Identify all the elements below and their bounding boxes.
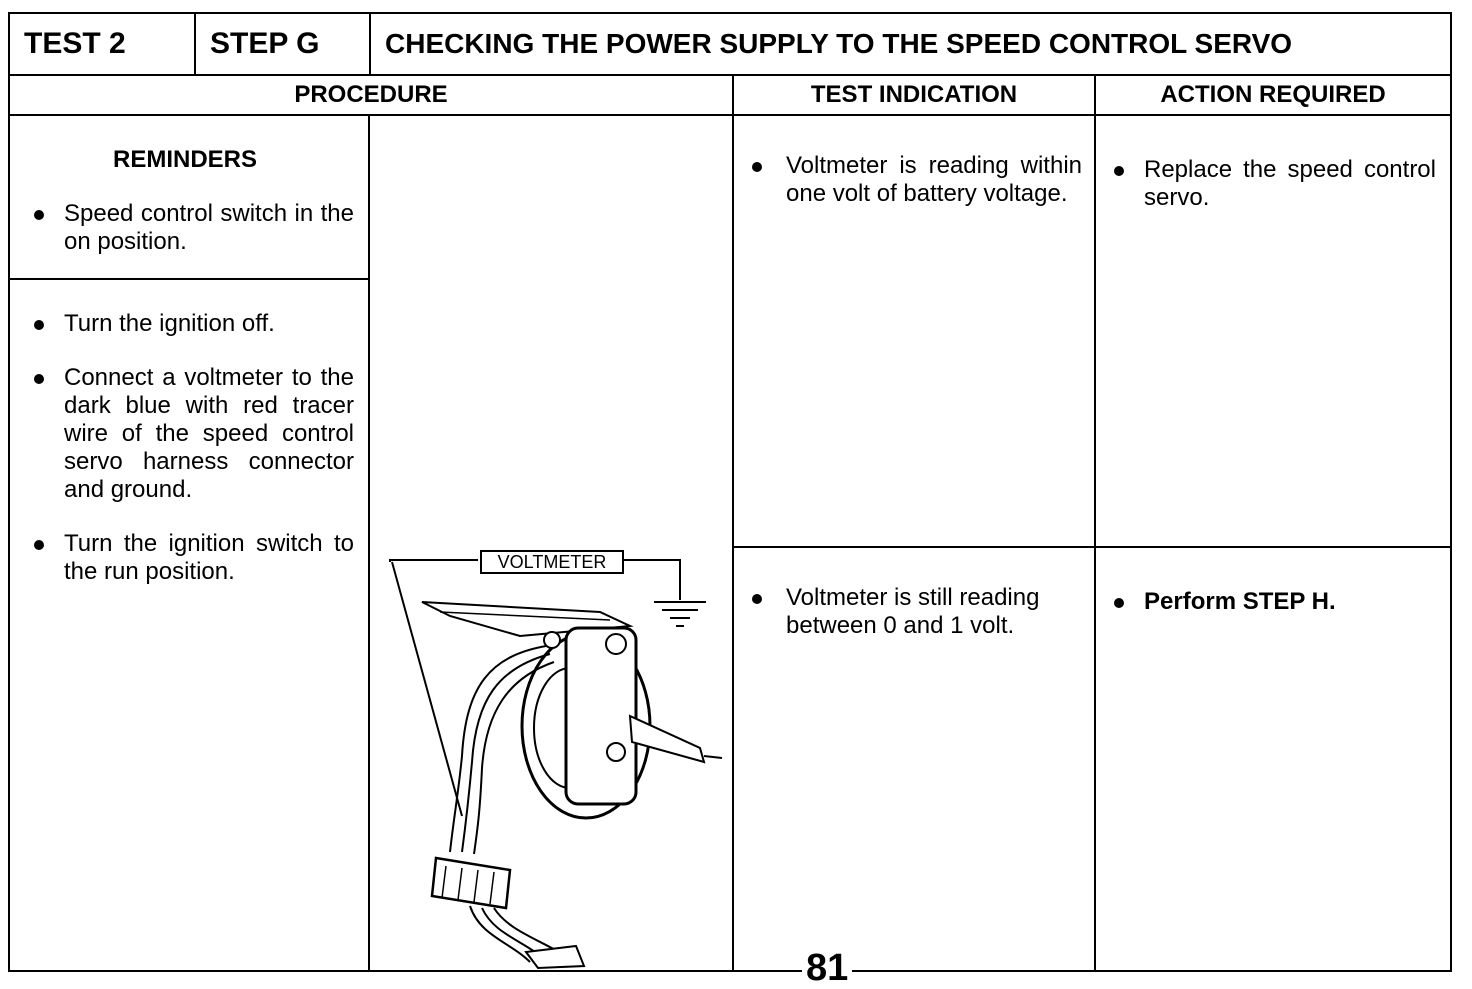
result-action-cell: Replace the speed control servo.: [1094, 114, 1452, 548]
test-indication-text: Voltmeter is still reading between 0 and…: [734, 584, 1082, 640]
result-indication-cell: Voltmeter is still reading between 0 and…: [732, 546, 1096, 972]
reminders-cell: REMINDERS Speed control switch in the on…: [8, 114, 370, 280]
procedure-header: PROCEDURE: [8, 74, 734, 116]
page-number: 81: [802, 948, 853, 988]
procedure-sheet: TEST 2 STEP G CHECKING THE POWER SUPPLY …: [8, 12, 1452, 972]
servo-voltmeter-diagram-icon: [389, 559, 723, 970]
action-required-text: Perform STEP H.: [1096, 588, 1436, 616]
test-number-cell: TEST 2: [8, 12, 196, 76]
procedure-step: Connect a voltmeter to the dark blue wit…: [16, 364, 354, 504]
procedure-header-label: PROCEDURE: [294, 81, 448, 108]
reminder-item: Speed control switch in the on position.: [16, 200, 354, 256]
result-indication-cell: Voltmeter is reading within one volt of …: [732, 114, 1096, 548]
step-label: STEP G: [210, 27, 320, 60]
test-indication-text: Voltmeter is reading within one volt of …: [734, 152, 1082, 208]
result-action-cell: Perform STEP H.: [1094, 546, 1452, 972]
procedure-step: Turn the ignition switch to the run posi…: [16, 530, 354, 586]
illustration-cell: VOLTMETER: [368, 114, 734, 972]
test-indication-header: TEST INDICATION: [732, 74, 1096, 116]
reminders-title: REMINDERS: [112, 146, 257, 173]
procedure-steps-cell: Turn the ignition off. Connect a voltmet…: [8, 278, 370, 972]
action-required-text: Replace the speed control servo.: [1096, 156, 1436, 212]
test-number: TEST 2: [24, 27, 126, 60]
test-indication-header-label: TEST INDICATION: [810, 81, 1018, 108]
step-cell: STEP G: [194, 12, 371, 76]
voltmeter-label: VOLTMETER: [480, 550, 624, 574]
action-required-header-label: ACTION REQUIRED: [1160, 81, 1386, 108]
procedure-step: Turn the ignition off.: [16, 310, 354, 338]
action-required-header: ACTION REQUIRED: [1094, 74, 1452, 116]
title-cell: CHECKING THE POWER SUPPLY TO THE SPEED C…: [369, 12, 1452, 76]
page-title: CHECKING THE POWER SUPPLY TO THE SPEED C…: [385, 28, 1293, 59]
